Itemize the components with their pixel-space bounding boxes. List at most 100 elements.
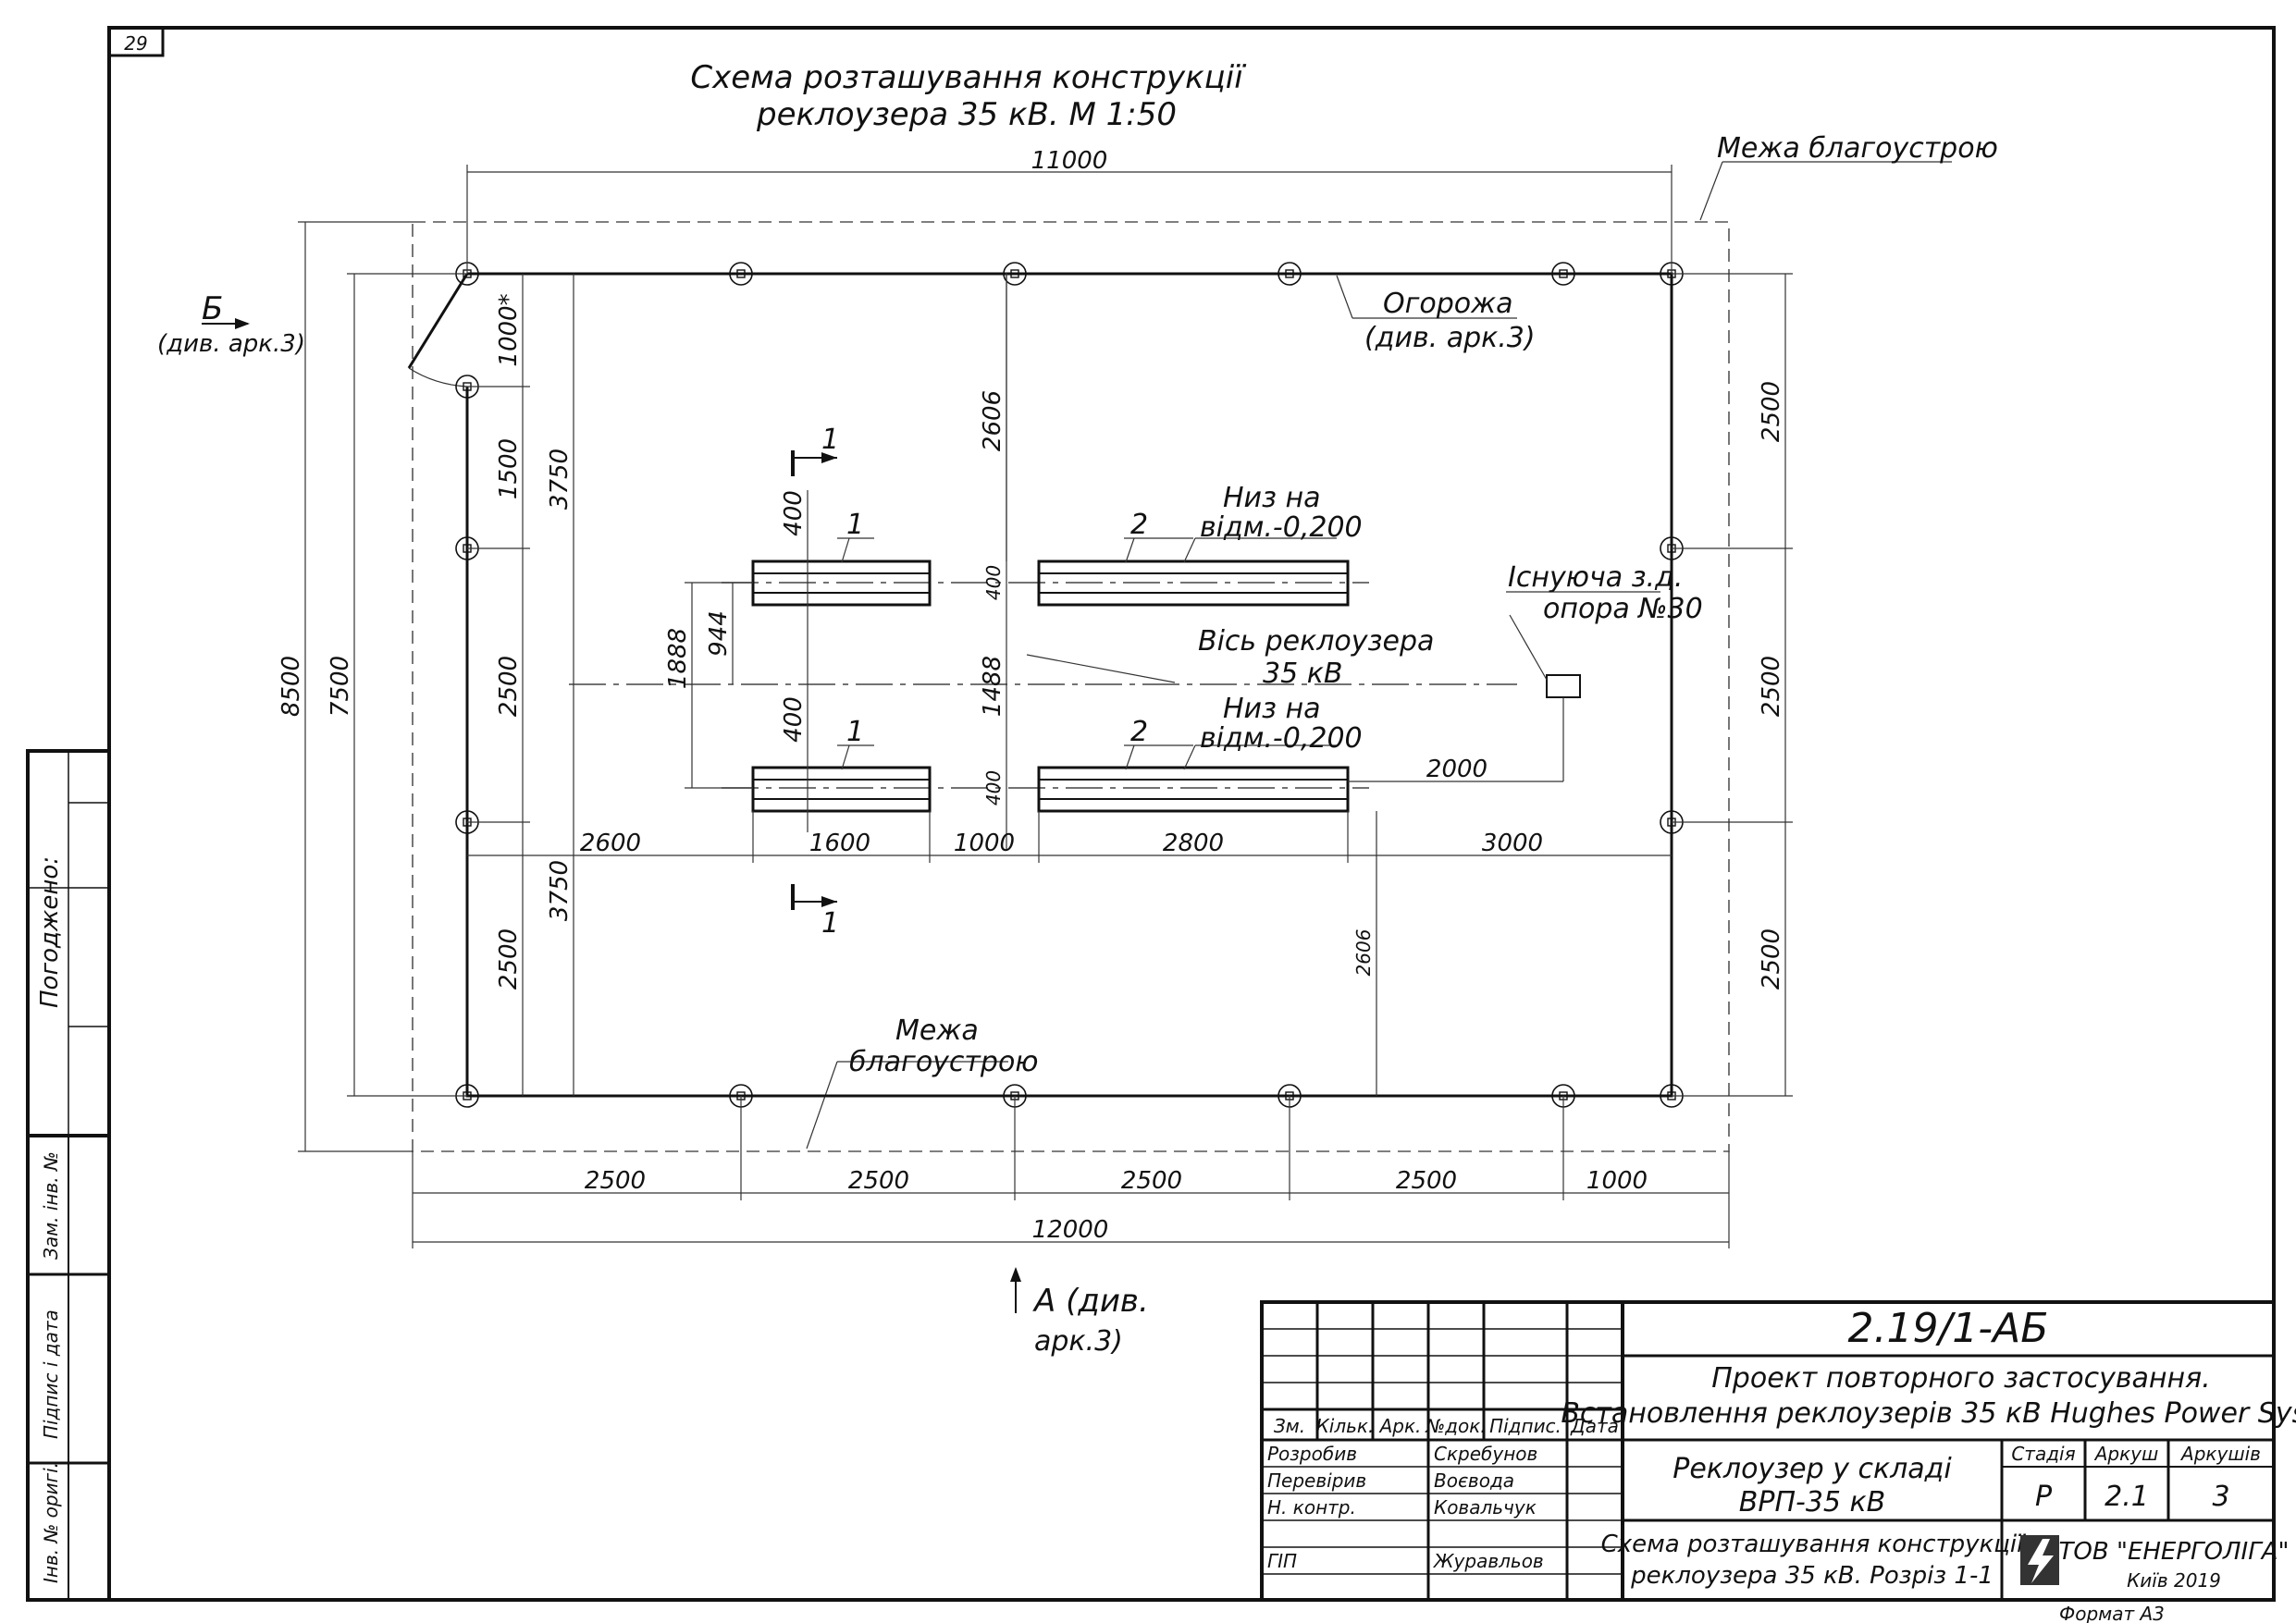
object-title-1: Реклоузер у складі <box>1673 1453 1952 1485</box>
dim-lower-2606: 2606 <box>1352 929 1375 977</box>
drawing-title-line2: реклоузера 35 кВ. М 1:50 <box>756 96 1177 133</box>
rev-header-doc: №док. <box>1425 1415 1486 1437</box>
rev-header-sign: Підпис. <box>1489 1415 1562 1437</box>
dim-left-seg-4: 2500 <box>495 928 523 990</box>
item-2-bottom-label: 2 <box>1130 716 1148 748</box>
dimensions: 11000 2500 2500 2500 2500 1000 12000 850… <box>278 147 1793 1248</box>
view-b-arrow: Б (див. арк.3) <box>157 290 305 358</box>
dim-left-inner: 7500 <box>327 656 354 717</box>
fence-ref: (див. арк.3) <box>1364 322 1536 354</box>
name-norm-control: Ковальчук <box>1434 1496 1537 1518</box>
existing-pole-number: опора №30 <box>1543 593 1703 625</box>
sheet-title-2: реклоузера 35 кВ. Розріз 1-1 <box>1630 1562 1994 1590</box>
name-developer: Скребунов <box>1434 1443 1537 1465</box>
dim-400-mid-top: 400 <box>982 565 1005 600</box>
dim-row-2800: 2800 <box>1163 830 1224 857</box>
sheet-number: 29 <box>124 32 147 55</box>
dim-1888: 1888 <box>664 628 692 689</box>
fence-post-core <box>1559 269 1568 278</box>
dim-half-bottom: 3750 <box>546 860 574 921</box>
dim-bottom-seg-1: 2500 <box>585 1167 646 1195</box>
dim-right-seg-1: 2500 <box>1758 381 1785 442</box>
dim-right-seg-3: 2500 <box>1758 928 1785 990</box>
foundation-1-bottom <box>751 766 932 813</box>
fence-post <box>1551 262 1575 286</box>
dim-left-seg-1: 1000* <box>495 293 523 366</box>
view-b-letter: Б <box>202 290 223 327</box>
company-logo-icon <box>2020 1535 2059 1585</box>
sheets-value: 3 <box>2212 1481 2229 1513</box>
fence-post-core <box>1285 269 1294 278</box>
sheet-format: Формат А3 <box>2059 1603 2165 1623</box>
section-mark-bottom: 1 <box>821 907 839 940</box>
fence-post <box>729 262 753 286</box>
document-code: 2.19/1-АБ <box>1848 1305 2049 1352</box>
view-a-ref: арк.3) <box>1034 1325 1123 1358</box>
existing-pole: Існуюча з.д. опора №30 <box>1506 561 1703 781</box>
bottom-note-bottom-1: Низ на <box>1223 693 1321 725</box>
dim-2000: 2000 <box>1426 756 1487 783</box>
role-checker: Перевірив <box>1267 1469 1366 1492</box>
fence-post <box>1278 262 1302 286</box>
dim-right-seg-2: 2500 <box>1758 656 1785 717</box>
existing-pole-label: Існуюча з.д. <box>1508 561 1683 594</box>
dim-left-outer: 8500 <box>278 656 305 717</box>
dim-upper-2606: 2606 <box>979 390 1006 451</box>
rev-header-sheet: Арк. <box>1378 1415 1422 1437</box>
improvement-boundary: Межа благоустрою Межа благоустрою <box>412 132 1998 1152</box>
role-developer: Розробив <box>1267 1443 1357 1465</box>
name-gip: Журавльов <box>1432 1550 1544 1572</box>
sheet-value: 2.1 <box>2105 1481 2149 1513</box>
dim-half-top: 3750 <box>546 449 574 510</box>
replace-inv-label: Зам. інв. № <box>40 1151 62 1260</box>
dim-row-2600: 2600 <box>580 830 641 857</box>
item-2-top-label: 2 <box>1130 509 1148 541</box>
name-checker: Воєвода <box>1434 1469 1514 1492</box>
dim-row-3000: 3000 <box>1482 830 1543 857</box>
stage-header: Стадія <box>2011 1443 2075 1465</box>
sheets-header: Аркушів <box>2179 1443 2261 1465</box>
dim-bottom-seg-4: 2500 <box>1396 1167 1457 1195</box>
fence-label: Огорожа <box>1383 288 1513 320</box>
title-block: Зм. Кільк. Арк. №док. Підпис. Дата Розро… <box>1260 1300 2296 1602</box>
dim-944: 944 <box>705 610 733 657</box>
project-title-2: Встановлення реклоузерів 35 кВ Hughes Po… <box>1561 1397 2296 1430</box>
company-name: ТОВ "ЕНЕРГОЛІГА" <box>2059 1538 2290 1566</box>
view-a-arrow: А (див. арк.3) <box>1010 1267 1149 1358</box>
bottom-note-top-1: Низ на <box>1223 482 1321 514</box>
dim-1488: 1488 <box>979 656 1006 717</box>
boundary-label-top: Межа благоустрою <box>1717 132 1998 165</box>
item-1-bottom-label: 1 <box>846 716 864 748</box>
sign-date-label: Підпис і дата <box>40 1309 62 1439</box>
dim-row-1600: 1600 <box>809 830 870 857</box>
axis-label: Вісь реклоузера <box>1198 625 1434 658</box>
project-title-1: Проект повторного застосування. <box>1711 1362 2210 1395</box>
rev-header-zm: Зм. <box>1274 1415 1305 1437</box>
dim-400-mid-bottom: 400 <box>982 770 1005 805</box>
fence-post <box>1003 262 1027 286</box>
company-city-year: Київ 2019 <box>2127 1569 2221 1592</box>
drawing-title-line1: Схема розташування конструкції <box>690 59 1246 96</box>
bottom-note-bottom-2: відм.-0,200 <box>1200 722 1363 755</box>
view-b-ref: (див. арк.3) <box>157 330 305 358</box>
boundary-label-bottom-2: благоустрою <box>849 1046 1039 1078</box>
foundations: 1 2 Низ на відм.-0,200 1 2 Низ на відм.-… <box>751 482 1363 813</box>
view-a-label: А (див. <box>1032 1283 1149 1320</box>
dim-row-1000: 1000 <box>954 830 1015 857</box>
boundary-label-bottom-1: Межа <box>895 1014 979 1047</box>
dim-bottom-seg-3: 2500 <box>1121 1167 1182 1195</box>
dim-bottom-seg-5: 1000 <box>1586 1167 1648 1195</box>
rev-header-qty: Кільк. <box>1316 1415 1375 1437</box>
dim-left-seg-2: 1500 <box>495 438 523 499</box>
dim-400-left-top: 400 <box>780 490 808 536</box>
section-marks: 1 1 <box>791 424 839 940</box>
rev-header-date: Дата <box>1570 1415 1619 1437</box>
dim-bottom-total: 12000 <box>1032 1216 1109 1244</box>
stage-value: Р <box>2035 1481 2053 1513</box>
agreed-label: Погоджено: <box>36 856 64 1008</box>
item-1-top-label: 1 <box>846 509 864 541</box>
fence-post-core <box>736 269 746 278</box>
role-gip: ГІП <box>1267 1550 1297 1572</box>
foundation-2-top <box>1037 559 1350 607</box>
